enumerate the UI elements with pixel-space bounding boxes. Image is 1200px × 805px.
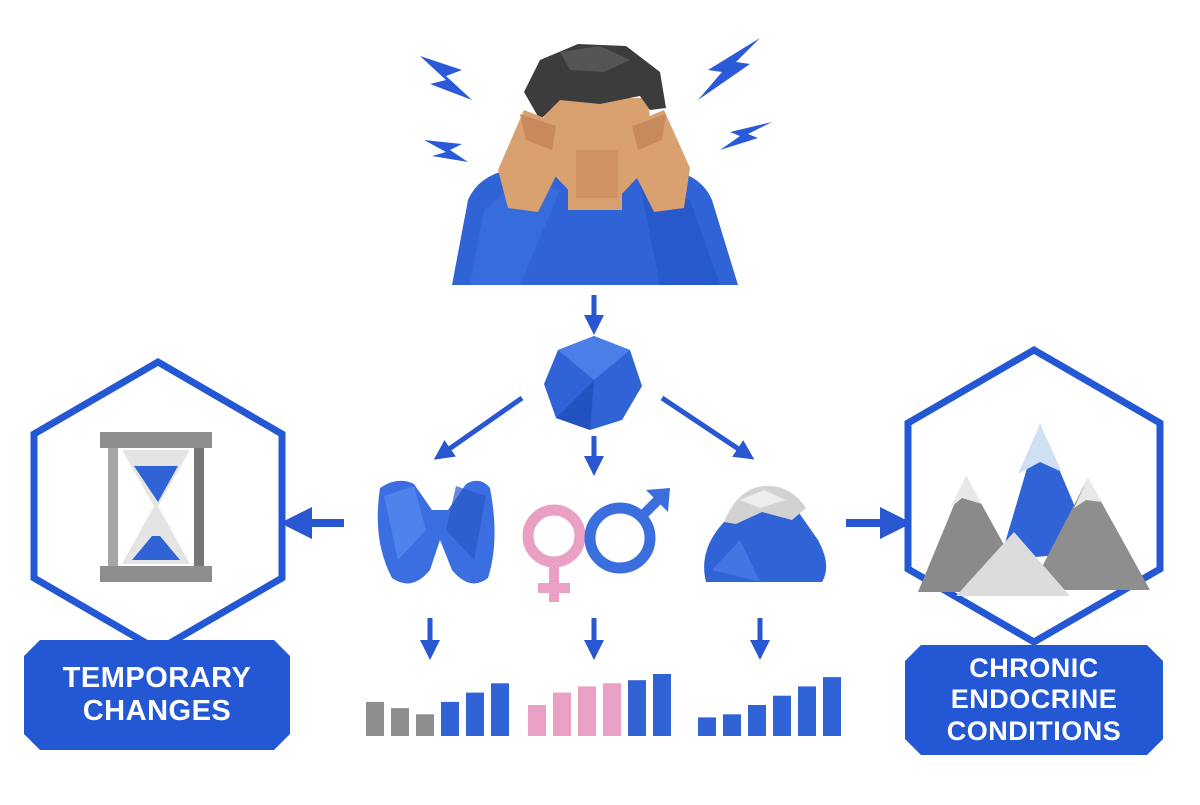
chronic-endocrine-conditions-label: CHRONIC ENDOCRINE CONDITIONS: [905, 645, 1163, 755]
chronic-conditions-line2: ENDOCRINE: [950, 684, 1118, 715]
adrenal-gland-icon: [704, 485, 827, 582]
thyroid-levels-bar: [416, 714, 434, 736]
lightning-bolt-icon: [698, 38, 760, 100]
sex-hormone-levels-bar: [653, 674, 671, 736]
thyroid-gland-icon: [377, 480, 495, 584]
hormone-hub-icon: [544, 336, 642, 430]
thyroid-levels-bar: [441, 701, 459, 736]
hormone-level-bars: [366, 674, 841, 736]
arrow-to-adrenal: [660, 395, 755, 460]
sex-hormone-levels-bar: [578, 686, 596, 736]
lightning-bolt-icon: [424, 140, 468, 162]
temporary-changes-line2: CHANGES: [82, 695, 232, 727]
adrenal-levels-bar: [798, 686, 816, 736]
mountains-icon: [918, 424, 1150, 596]
lightning-bolt-icon: [420, 56, 472, 100]
gender-symbols-icon: [522, 488, 670, 602]
sex-hormone-levels-bar: [528, 705, 546, 736]
temporary-changes-plate: [24, 640, 290, 750]
chronic-conditions-plate: [905, 645, 1163, 755]
chronic-conditions-line3: CONDITIONS: [946, 715, 1122, 746]
lightning-bolt-icon: [720, 122, 772, 150]
arrow-to-thyroid: [433, 395, 524, 460]
thyroid-levels-bar: [366, 701, 384, 736]
thyroid-levels-bar: [391, 708, 409, 736]
thyroid-levels-bar: [491, 683, 509, 736]
adrenal-levels-bar: [773, 695, 791, 736]
thyroid-levels-bar: [466, 692, 484, 736]
stressed-person-icon: [452, 44, 738, 285]
temporary-changes-label: TEMPORARY CHANGES: [24, 640, 290, 750]
temporary-changes-line1: TEMPORARY: [62, 661, 252, 694]
hourglass-icon: [100, 432, 212, 582]
sex-hormone-levels-bar: [603, 683, 621, 736]
adrenal-levels-bar: [748, 705, 766, 736]
adrenal-levels-bar: [823, 677, 841, 736]
adrenal-levels-bar: [723, 714, 741, 736]
chronic-conditions-line1: CHRONIC: [969, 653, 1099, 684]
sex-hormone-levels-bar: [553, 692, 571, 736]
sex-hormone-levels-bar: [628, 680, 646, 736]
adrenal-levels-bar: [698, 717, 716, 736]
